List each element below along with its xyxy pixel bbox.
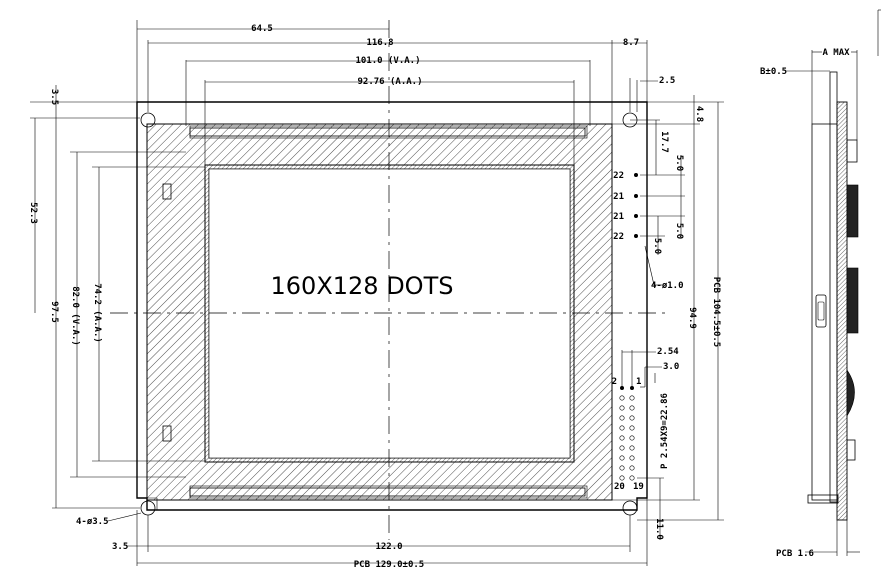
dim-4-phi-1: 4-ø1.0 [651, 281, 684, 291]
mounting-hole-br [622, 500, 638, 516]
pin-label-22b: 22 [613, 232, 624, 242]
pin-column-upper [634, 173, 685, 238]
dim-4-8: 4.8 [694, 106, 704, 122]
dim-92-76-aa: 92.76 (A.A.) [357, 77, 422, 87]
center-label: 160X128 DOTS [271, 272, 454, 300]
dim-5-0-a: 5.0 [674, 155, 684, 171]
pin-label-19: 19 [633, 482, 644, 492]
dim-3-0: 3.0 [663, 362, 679, 372]
dim-8-7: 8.7 [623, 38, 639, 48]
dim-4-phi-3-5: 4-ø3.5 [76, 517, 109, 527]
dim-52-3: 52.3 [28, 202, 38, 224]
dim-pcb-1-6: PCB 1.6 [776, 549, 814, 559]
dim-17-7: 17.7 [659, 131, 669, 153]
pin-label-2: 2 [612, 377, 617, 387]
pin-header-lower [619, 386, 635, 481]
dim-97-5: 97.5 [49, 301, 59, 323]
dim-5-0-c: 5.0 [652, 238, 662, 254]
dim-5-0-b: 5.0 [674, 223, 684, 239]
dim-2-54: 2.54 [657, 347, 679, 357]
dim-74-2-aa: 74.2 (A.A.) [92, 283, 102, 343]
side-view: A MAX B±0.5 PCB 1.6 [760, 9, 881, 559]
dim-a-max: A MAX [822, 48, 850, 58]
dim-3-5-left: 3.5 [49, 89, 59, 105]
dim-2-5: 2.5 [659, 76, 675, 86]
dim-64-5: 64.5 [251, 24, 273, 34]
pin-label-20: 20 [614, 482, 625, 492]
dim-116-8: 116.8 [366, 38, 393, 48]
dim-pcb-129: PCB 129.0±0.5 [354, 560, 424, 570]
dim-82-va: 82.0 (V.A.) [70, 286, 80, 346]
dim-122: 122.0 [375, 542, 402, 552]
mounting-hole-bl [140, 500, 156, 516]
pin-label-1: 1 [636, 377, 641, 387]
side-pcb [836, 101, 848, 521]
dim-101-va: 101.0 (V.A.) [355, 56, 420, 66]
pin-label-22a: 22 [613, 171, 624, 181]
dim-pcb-104-5: PCB 104.5±0.5 [711, 277, 721, 347]
dim-b: B±0.5 [760, 67, 787, 77]
dim-11-0: 11.0 [654, 518, 664, 540]
pin-label-21b: 21 [613, 212, 624, 222]
dim-3-5-bottom: 3.5 [112, 542, 128, 552]
dim-94-9: 94.9 [687, 307, 697, 329]
active-area [208, 168, 571, 459]
dim-pitch: P 2.54X9=22.86 [660, 393, 670, 469]
pin-label-21a: 21 [613, 192, 624, 202]
front-view: 160X128 DOTS [28, 20, 724, 570]
